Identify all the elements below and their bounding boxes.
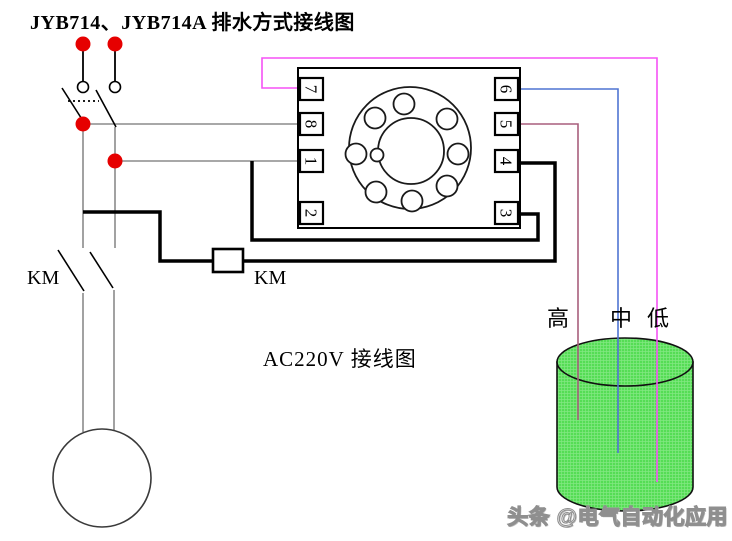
socket-pin xyxy=(435,174,459,198)
terminal-3-box xyxy=(493,200,520,226)
socket-pin xyxy=(446,142,470,166)
socket-pin xyxy=(364,180,388,204)
power-dot-2 xyxy=(107,36,123,52)
terminal-2-box xyxy=(298,200,325,226)
terminal-7-box xyxy=(298,76,325,102)
pump-motor xyxy=(52,428,152,528)
terminal-8-box xyxy=(298,111,325,137)
supply-stubs xyxy=(82,51,116,81)
junction-dot-1 xyxy=(75,116,91,132)
switch-contact-right xyxy=(108,80,122,94)
control-wiring xyxy=(83,161,557,263)
electrode-label-mid: 中 xyxy=(610,306,632,331)
terminal-8-label: 8 xyxy=(302,120,321,129)
wire-terminal7-low-electrode xyxy=(261,57,658,482)
socket-pin xyxy=(435,107,459,131)
km-contacts xyxy=(57,249,114,292)
km-blade-right xyxy=(89,251,114,289)
km-blade-left xyxy=(57,249,85,292)
km-coil xyxy=(211,247,245,274)
terminal-5-box xyxy=(493,111,520,137)
electrode-label-high: 高 xyxy=(547,306,569,331)
power-wires xyxy=(82,123,300,433)
power-dot-1 xyxy=(75,36,91,52)
diagram-caption: AC220V 接线图 xyxy=(263,347,417,371)
terminal-7-label: 7 xyxy=(302,85,321,94)
terminal-6-box xyxy=(493,76,520,102)
switch-contact-left xyxy=(76,80,90,94)
terminal-1-box xyxy=(298,148,325,174)
wire-coil-to-terminal4 xyxy=(244,161,557,263)
junction-dot-2 xyxy=(107,153,123,169)
supply-switch xyxy=(61,36,123,169)
terminal-1-label: 1 xyxy=(302,157,321,166)
electrode-wires xyxy=(261,57,658,482)
terminal-3-label: 3 xyxy=(497,209,516,218)
electrode-labels: 高 中 低 xyxy=(547,306,669,331)
terminal-5-label: 5 xyxy=(497,120,516,129)
terminal-2-label: 2 xyxy=(302,209,321,218)
tank-body xyxy=(556,361,694,512)
terminal-4-box xyxy=(493,148,520,174)
socket-keyway-pin xyxy=(369,147,385,163)
tank-top xyxy=(556,337,694,387)
relay-right-terminals: 6 5 4 3 xyxy=(493,76,520,226)
wire-coil-supply xyxy=(83,210,212,263)
socket-inner-ring xyxy=(377,117,445,185)
wire-terminal6-mid-electrode xyxy=(519,88,619,453)
socket-pin xyxy=(392,92,416,116)
water-tank xyxy=(556,337,694,512)
terminal-6-label: 6 xyxy=(497,85,516,94)
wire-terminal3-tap xyxy=(250,161,540,242)
watermark: 头条 @电气自动化应用 xyxy=(507,505,728,529)
socket-pin xyxy=(400,189,424,213)
wire-terminal5-high-electrode xyxy=(519,123,579,420)
switch-blade-right xyxy=(95,89,117,128)
socket-pins xyxy=(344,92,470,213)
page-title: JYB714、JYB714A 排水方式接线图 xyxy=(30,12,355,34)
relay-socket: 7 8 1 2 6 5 4 3 xyxy=(297,67,521,229)
socket-pin xyxy=(344,142,368,166)
relay-left-terminals: 7 8 1 2 xyxy=(298,76,325,226)
socket-pin xyxy=(363,106,387,130)
terminal-4-label: 4 xyxy=(497,157,516,166)
km-contact-label: KM xyxy=(27,267,59,289)
km-coil-label: KM xyxy=(254,267,286,289)
electrode-label-low: 低 xyxy=(647,306,669,331)
